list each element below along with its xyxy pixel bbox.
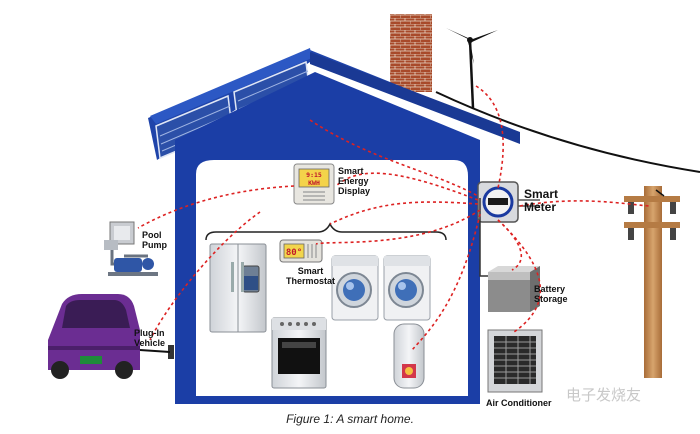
refrigerator xyxy=(209,243,267,333)
smart-meter xyxy=(477,181,540,223)
smart-energy-display: 9:15 KWH xyxy=(293,163,335,205)
smart-energy-display-label: Smart Energy Display xyxy=(338,166,370,196)
air-conditioner-label: Air Conditioner xyxy=(486,398,552,408)
signal-wires xyxy=(137,85,651,351)
clothes-dryer xyxy=(383,255,431,321)
label-line: Meter xyxy=(524,200,557,214)
label-line: Smart xyxy=(338,166,364,176)
label-line: Plug-In xyxy=(134,328,165,338)
chimney xyxy=(390,14,432,92)
label-line: Energy xyxy=(338,176,369,186)
washing-machine xyxy=(331,255,379,321)
plug-in-vehicle-label: Plug-In Vehicle xyxy=(134,328,165,348)
label-line: Vehicle xyxy=(134,338,166,348)
label-line: Storage xyxy=(534,294,568,304)
label-line: Thermostat xyxy=(286,276,336,286)
label-line: Smart xyxy=(524,187,559,201)
label-line: Pump xyxy=(142,240,168,250)
label-line: Smart xyxy=(297,266,324,276)
pool-pump xyxy=(104,221,158,276)
ev-outlet xyxy=(168,345,174,359)
wind-turbine xyxy=(446,28,498,109)
pool-pump-label: Pool Pump xyxy=(142,230,167,250)
utility-pole xyxy=(624,186,680,378)
label-line: Pool xyxy=(142,230,162,240)
display-kwh: KWH xyxy=(308,179,320,187)
smart-thermostat: 80° xyxy=(279,239,323,263)
air-conditioner xyxy=(487,329,543,393)
smart-meter-label: Smart Meter xyxy=(524,188,558,214)
smart-thermostat-label: Smart Thermostat xyxy=(286,266,335,286)
display-time: 9:15 xyxy=(306,171,322,179)
oven xyxy=(271,317,327,389)
figure-caption: Figure 1: A smart home. xyxy=(286,412,414,426)
label-line: Battery xyxy=(534,284,566,294)
thermostat-reading: 80° xyxy=(286,248,302,258)
plug-in-vehicle xyxy=(48,294,171,379)
power-line xyxy=(435,91,700,173)
label-line: Display xyxy=(338,186,371,196)
battery-storage xyxy=(479,198,540,312)
battery-storage-label: Battery Storage xyxy=(534,284,568,304)
watermark: 电子发烧友 xyxy=(566,386,642,404)
water-heater xyxy=(393,323,425,389)
